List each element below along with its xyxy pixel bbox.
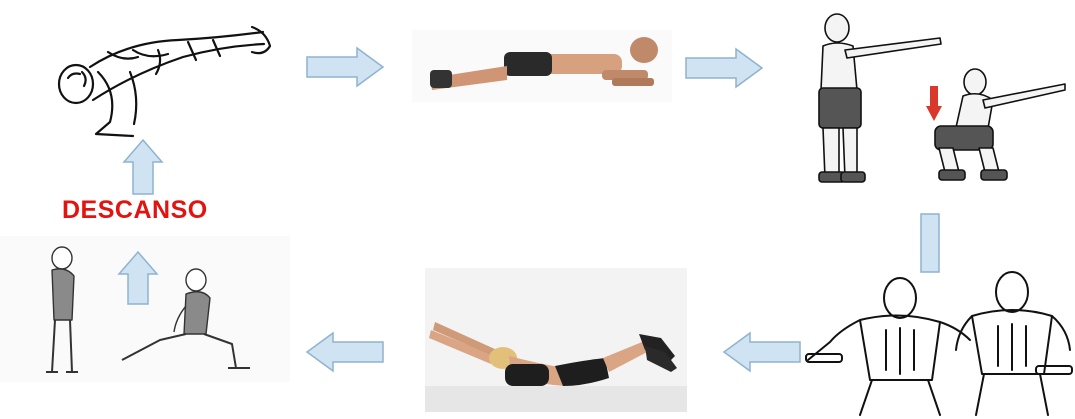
rest-label: DESCANSO — [62, 196, 232, 225]
plank-illustration — [412, 30, 672, 102]
arrow-right-icon — [684, 47, 764, 89]
arrow-left-icon — [722, 331, 802, 373]
arrow-right-icon — [305, 46, 385, 88]
arrow-up-icon — [117, 250, 159, 306]
arrow-up-icon — [122, 138, 164, 196]
arrow-left-icon — [305, 331, 385, 373]
down-arrow-icon — [926, 86, 942, 122]
push-up-illustration — [38, 12, 278, 144]
superman-hold-illustration — [425, 268, 687, 412]
dips-illustration — [800, 270, 1075, 419]
arrow-down-icon — [918, 212, 942, 274]
